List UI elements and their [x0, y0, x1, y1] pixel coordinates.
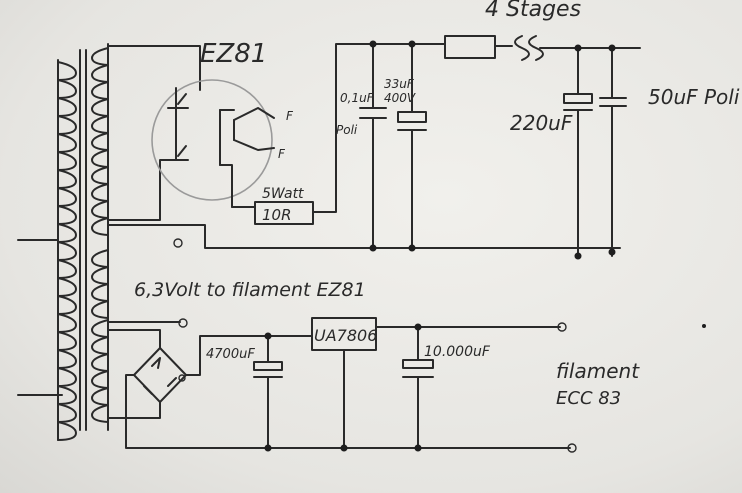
hv-winding-bottom-lead: [107, 159, 177, 221]
label-cap-50uf: 50uF Poli: [648, 85, 740, 109]
label-cap-10000uf: 10.000uF: [424, 344, 491, 360]
label-cap-poli: Poli: [336, 123, 358, 137]
terminal-hv-ct: [173, 238, 183, 248]
label-regulator: UA7806: [314, 326, 377, 345]
label-filament-ez81: 6,3Volt to filament EZ81: [134, 279, 366, 301]
label-ez81: EZ81: [200, 39, 267, 69]
capacitor-10000uf: [402, 326, 434, 449]
wire-resistor-to-bplus: [312, 43, 446, 213]
transformer-secondary-windings: [91, 43, 109, 431]
terminal-filament-ecc83-1: [557, 322, 567, 332]
hv-winding-top-lead: [107, 45, 201, 91]
label-pin-f2: F: [278, 147, 286, 161]
label-resistor-power: 5Watt: [262, 186, 304, 202]
label-cap-220uf: 220uF: [510, 111, 573, 135]
label-ecc83: ECC 83: [556, 388, 621, 409]
capacitor-33uf: [397, 43, 427, 249]
capacitor-0-1uf: [359, 43, 387, 249]
capacitor-220uf: [563, 47, 593, 259]
ez81-rectifier-tube: [151, 79, 275, 208]
terminal-filament-ez81-1: [178, 318, 188, 328]
label-4-stages: 4 Stages: [485, 0, 581, 22]
junction-dots: [264, 40, 706, 452]
filament-winding-lead-to-bridge: [107, 329, 161, 349]
label-filament: filament: [556, 359, 640, 383]
label-cap-0-1uf: 0,1uF: [340, 91, 375, 105]
terminal-filament-ecc83-2: [567, 443, 577, 453]
center-tap-lead: [107, 224, 621, 249]
capacitor-50uf: [599, 47, 627, 257]
bridge-rectifier: [125, 335, 571, 449]
label-pin-f1: F: [286, 109, 294, 123]
filament-winding-lead-bottom: [107, 401, 161, 419]
capacitor-4700uf: [253, 335, 283, 449]
label-cap-400v: 400V: [384, 91, 416, 105]
terminal-filament-ez81-2: [178, 374, 186, 382]
label-cap-33uf: 33uF: [384, 77, 415, 91]
wire-break-symbol: [514, 35, 544, 61]
label-cap-4700uf: 4700uF: [206, 347, 255, 362]
transformer-core: [79, 49, 87, 431]
transformer-primary-winding: [17, 59, 77, 441]
filter-resistor: [444, 35, 496, 59]
label-resistor-10r: 10R: [262, 206, 292, 224]
